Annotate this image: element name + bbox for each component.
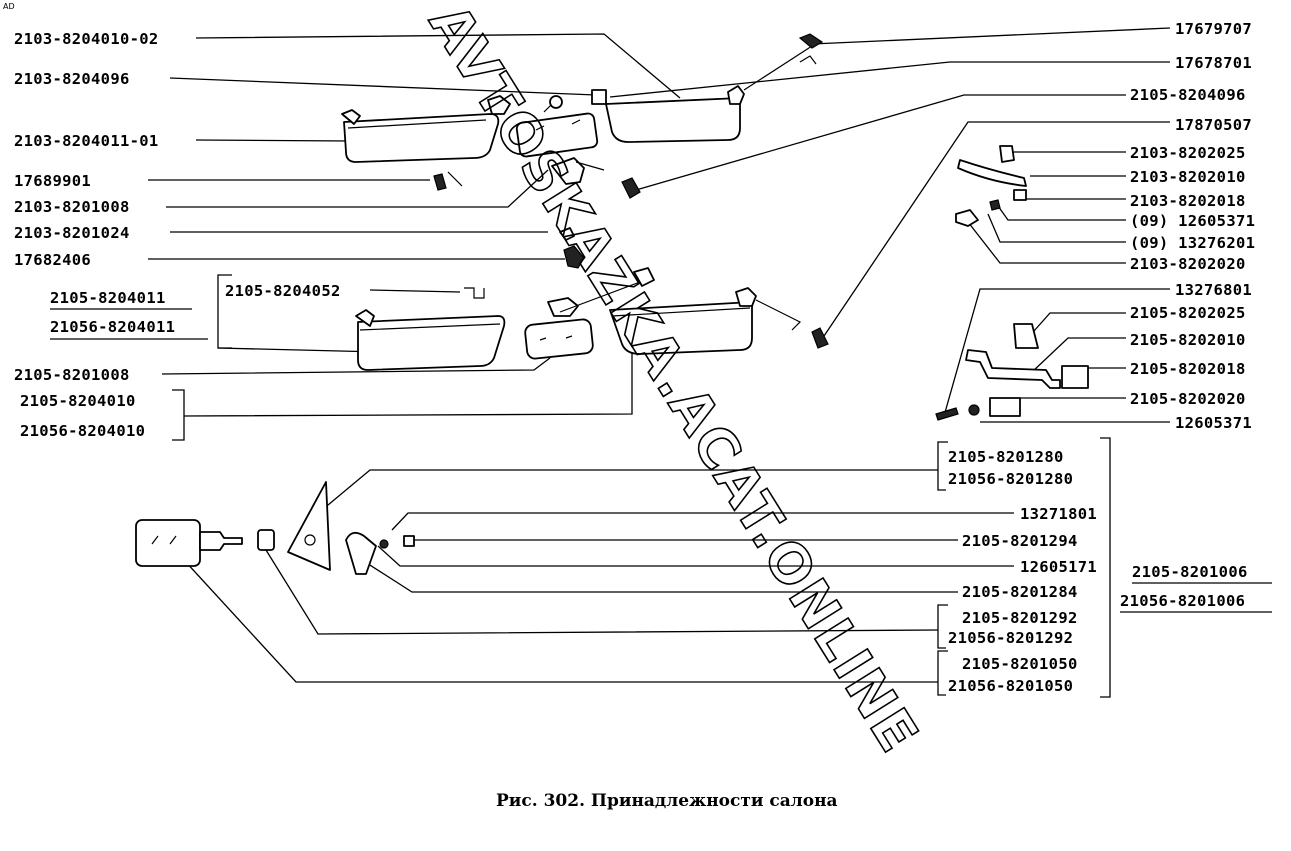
- right-labels: 17679707 17678701 2105-8204096 17870507 …: [1130, 20, 1255, 432]
- sun-visor-2103-left: [341, 95, 511, 163]
- label-21056-8204011: 21056-8204011: [50, 318, 175, 336]
- screw-17689901: [433, 171, 463, 191]
- sun-visor-2105-left: [355, 287, 506, 371]
- label-2103-8202020: 2103-8202020: [1130, 255, 1246, 273]
- label-12605171: 12605171: [1020, 558, 1097, 576]
- label-2105-8201284: 2105-8201284: [962, 583, 1078, 601]
- label-21056-8204010: 21056-8204010: [20, 422, 145, 440]
- label-2105-8202025: 2105-8202025: [1130, 304, 1246, 322]
- label-2105-8204010: 2105-8204010: [20, 392, 136, 410]
- label-21056-8201050: 21056-8201050: [948, 677, 1073, 695]
- label-2105-8202018: 2105-8202018: [1130, 360, 1246, 378]
- label-2105-8201050: 2105-8201050: [962, 655, 1078, 673]
- label-17679707: 17679707: [1175, 20, 1252, 38]
- figure-caption: Рис. 302. Принадлежности салона: [496, 791, 838, 811]
- label-2105-8201294: 2105-8201294: [962, 532, 1078, 550]
- label-13271801: 13271801: [1020, 505, 1097, 523]
- left-labels: 2103-8204010-02 2103-8204096 2103-820401…: [14, 30, 341, 440]
- label-2103-8204010-02: 2103-8204010-02: [14, 30, 158, 48]
- label-2105-8204096: 2105-8204096: [1130, 86, 1246, 104]
- label-2103-8202025: 2103-8202025: [1130, 144, 1246, 162]
- exterior-mirror-assembly: [135, 481, 415, 575]
- rearview-mirror-2103: [515, 95, 605, 185]
- label-2105-8202020: 2105-8202020: [1130, 390, 1246, 408]
- label-2103-8201024: 2103-8201024: [14, 224, 130, 242]
- label-09-13276201: (09) 13276201: [1130, 234, 1255, 252]
- bottom-labels: 2105-8201280 21056-8201280 13271801 2105…: [948, 448, 1248, 695]
- handle-2105: [935, 323, 1089, 421]
- label-17870507: 17870507: [1175, 116, 1252, 134]
- label-2105-8201008: 2105-8201008: [14, 366, 130, 384]
- label-17689901: 17689901: [14, 172, 91, 190]
- label-21056-8201280: 21056-8201280: [948, 470, 1073, 488]
- label-21056-8201292: 21056-8201292: [948, 629, 1073, 647]
- leader-lines: [148, 27, 1171, 683]
- corner-mark: AD: [3, 2, 15, 11]
- screw-17679707: [798, 33, 824, 49]
- label-2105-8201292: 2105-8201292: [962, 609, 1078, 627]
- label-2103-8202018: 2103-8202018: [1130, 192, 1246, 210]
- label-2105-8204052: 2105-8204052: [225, 282, 341, 300]
- label-2105-8202010: 2105-8202010: [1130, 331, 1246, 349]
- label-2103-8201008: 2103-8201008: [14, 198, 130, 216]
- label-2105-8204011: 2105-8204011: [50, 289, 166, 307]
- sun-visor-2105-right: [609, 287, 802, 355]
- label-2105-8201006: 2105-8201006: [1132, 563, 1248, 581]
- handle-2103: [955, 145, 1027, 227]
- brackets: [172, 274, 1111, 698]
- label-2103-8204011-01: 2103-8204011-01: [14, 132, 158, 150]
- label-2103-8204096: 2103-8204096: [14, 70, 130, 88]
- rearview-mirror-2105: [524, 267, 655, 360]
- label-21056-8201006: 21056-8201006: [1120, 592, 1245, 610]
- label-17682406: 17682406: [14, 251, 91, 269]
- screw-17870507: [811, 327, 829, 349]
- label-12605371: 12605371: [1175, 414, 1252, 432]
- sun-visor-2103-right: [591, 45, 817, 143]
- label-09-12605371: (09) 12605371: [1130, 212, 1255, 230]
- clip-17682406: [559, 227, 585, 269]
- label-2103-8202010: 2103-8202010: [1130, 168, 1246, 186]
- screw-2105-8204096: [621, 177, 641, 199]
- label-17678701: 17678701: [1175, 54, 1252, 72]
- label-2105-8201280: 2105-8201280: [948, 448, 1064, 466]
- label-13276801: 13276801: [1175, 281, 1252, 299]
